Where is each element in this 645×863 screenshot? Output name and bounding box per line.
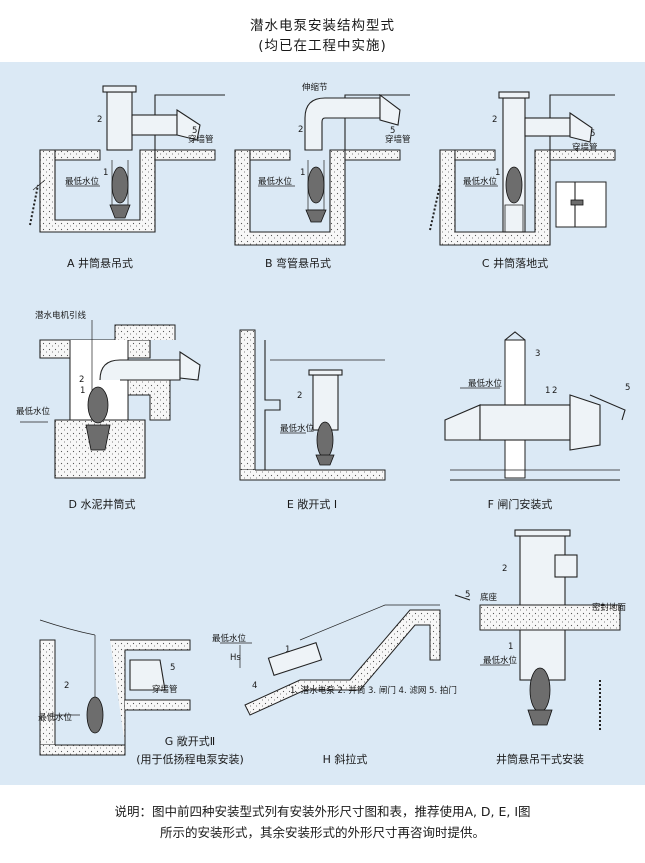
c-caption: C 井筒落地式 — [482, 256, 548, 270]
h-caption: H 斜拉式 — [323, 752, 368, 766]
c-well-cylinder — [502, 97, 526, 233]
d-num-2: 2 — [79, 375, 84, 385]
diagram-b: 最低水位 伸缩节 穿墙管 2 1 5 — [234, 82, 411, 246]
diagram-e: 最低水位 2 — [239, 329, 386, 481]
i-caption: 井筒悬吊干式安装 — [496, 752, 584, 766]
d-water-level-label: 最低水位 — [16, 406, 51, 417]
i-num-1: 1 — [508, 642, 513, 652]
h-water-level-label: 最低水位 — [212, 633, 247, 644]
g-caption-2: (用于低扬程电泵安装) — [136, 752, 244, 766]
a-num-5: 5 — [192, 126, 197, 136]
b-pipe-label: 穿墙管 — [385, 134, 411, 145]
b-bent-pipe — [304, 97, 381, 151]
b-num-1: 1 — [300, 168, 305, 178]
f-num-3: 3 — [535, 349, 540, 359]
f-num-2: 2 — [552, 386, 557, 396]
i-num-2: 2 — [502, 564, 507, 574]
c-num-2: 2 — [492, 115, 497, 125]
b-joint-label: 伸缩节 — [302, 82, 328, 93]
f-pump-body — [479, 404, 571, 441]
h-num-1: 1 — [285, 645, 290, 655]
e-num-2: 2 — [297, 391, 302, 401]
i-water-level-label: 最低水位 — [483, 655, 518, 666]
g-pipe-label: 穿墙管 — [152, 684, 178, 695]
f-caption: F 闸门安装式 — [488, 497, 553, 511]
h-legend: 1. 潜水电泵 2. 井筒 3. 闸门 4. 滤网 5. 拍门 — [290, 685, 457, 696]
i-base-label: 底座 — [480, 592, 498, 603]
c-water-level-label: 最低水位 — [463, 176, 498, 187]
b-water-level-label: 最低水位 — [258, 176, 293, 187]
diagram-d: 潜水电机引线 最低水位 2 1 — [16, 310, 201, 479]
footer-note-line2: 所示的安装形式，其余安装形式的外形尺寸再咨询时提供。 — [159, 825, 485, 840]
i-pump — [529, 667, 551, 713]
g-water-level-label: 最低水位 — [38, 712, 73, 723]
a-discharge-pipe — [131, 114, 178, 136]
diagram-i: 底座 密封地面 最低水位 2 1 — [479, 529, 627, 730]
d-caption: D 水泥井筒式 — [69, 497, 136, 511]
b-num-5: 5 — [390, 126, 395, 136]
b-caption: B 弯管悬吊式 — [265, 256, 331, 270]
f-num-5: 5 — [625, 383, 630, 393]
h-num-5: 5 — [465, 590, 470, 600]
f-num-1: 1 — [545, 386, 550, 396]
a-num-1: 1 — [103, 168, 108, 178]
diagram-g: 最低水位 穿墙管 2 5 — [38, 619, 191, 756]
h-pump — [267, 642, 323, 676]
a-pipe-label: 穿墙管 — [188, 134, 214, 145]
footer-note-line1: 说明：图中前四种安装型式列有安装外形尺寸图和表，推荐使用A, D, E, I图 — [114, 804, 531, 819]
e-pump — [316, 421, 334, 459]
b-num-2: 2 — [298, 125, 303, 135]
a-water-level-label: 最低水位 — [65, 176, 100, 187]
a-well-cylinder — [106, 91, 133, 151]
c-pipe-label: 穿墙管 — [572, 142, 598, 153]
h-slope — [244, 609, 441, 716]
a-caption: A 井筒悬吊式 — [67, 256, 133, 270]
page-title: 潜水电泵安装结构型式 — [250, 18, 395, 34]
h-hs-label: Hs — [230, 653, 241, 663]
g-pump — [86, 696, 104, 734]
a-num-2: 2 — [97, 115, 102, 125]
b-pump — [307, 166, 325, 204]
d-num-1: 1 — [80, 386, 85, 396]
diagram-f: 最低水位 3 1 2 5 — [444, 331, 630, 481]
g-num-2: 2 — [64, 681, 69, 691]
g-caption: G 敞开式Ⅱ — [165, 734, 215, 748]
h-num-4: 4 — [252, 681, 257, 691]
a-pit-wall — [39, 149, 156, 233]
diagram-h: 最低水位 Hs 1 4 5 1. 潜水电泵 2. 井筒 3. 闸门 4. 滤网 … — [212, 590, 470, 716]
f-water-level-label: 最低水位 — [468, 378, 503, 389]
e-water-level-label: 最低水位 — [280, 423, 315, 434]
i-seal-label: 密封地面 — [592, 602, 627, 613]
d-cable-label: 潜水电机引线 — [35, 310, 87, 321]
g-num-5: 5 — [170, 663, 175, 673]
c-num-1: 1 — [495, 168, 500, 178]
e-caption: E 敞开式 I — [287, 497, 337, 511]
page-subtitle: (均已在工程中实施) — [258, 38, 387, 54]
d-pump — [87, 386, 109, 424]
diagram-a: 最低水位 穿墙管 2 1 5 — [29, 85, 225, 233]
c-pump — [505, 166, 523, 204]
c-num-5: 5 — [590, 129, 595, 139]
diagram-c: 最低水位 穿墙管 2 1 5 — [429, 91, 616, 246]
a-pump — [111, 166, 129, 204]
